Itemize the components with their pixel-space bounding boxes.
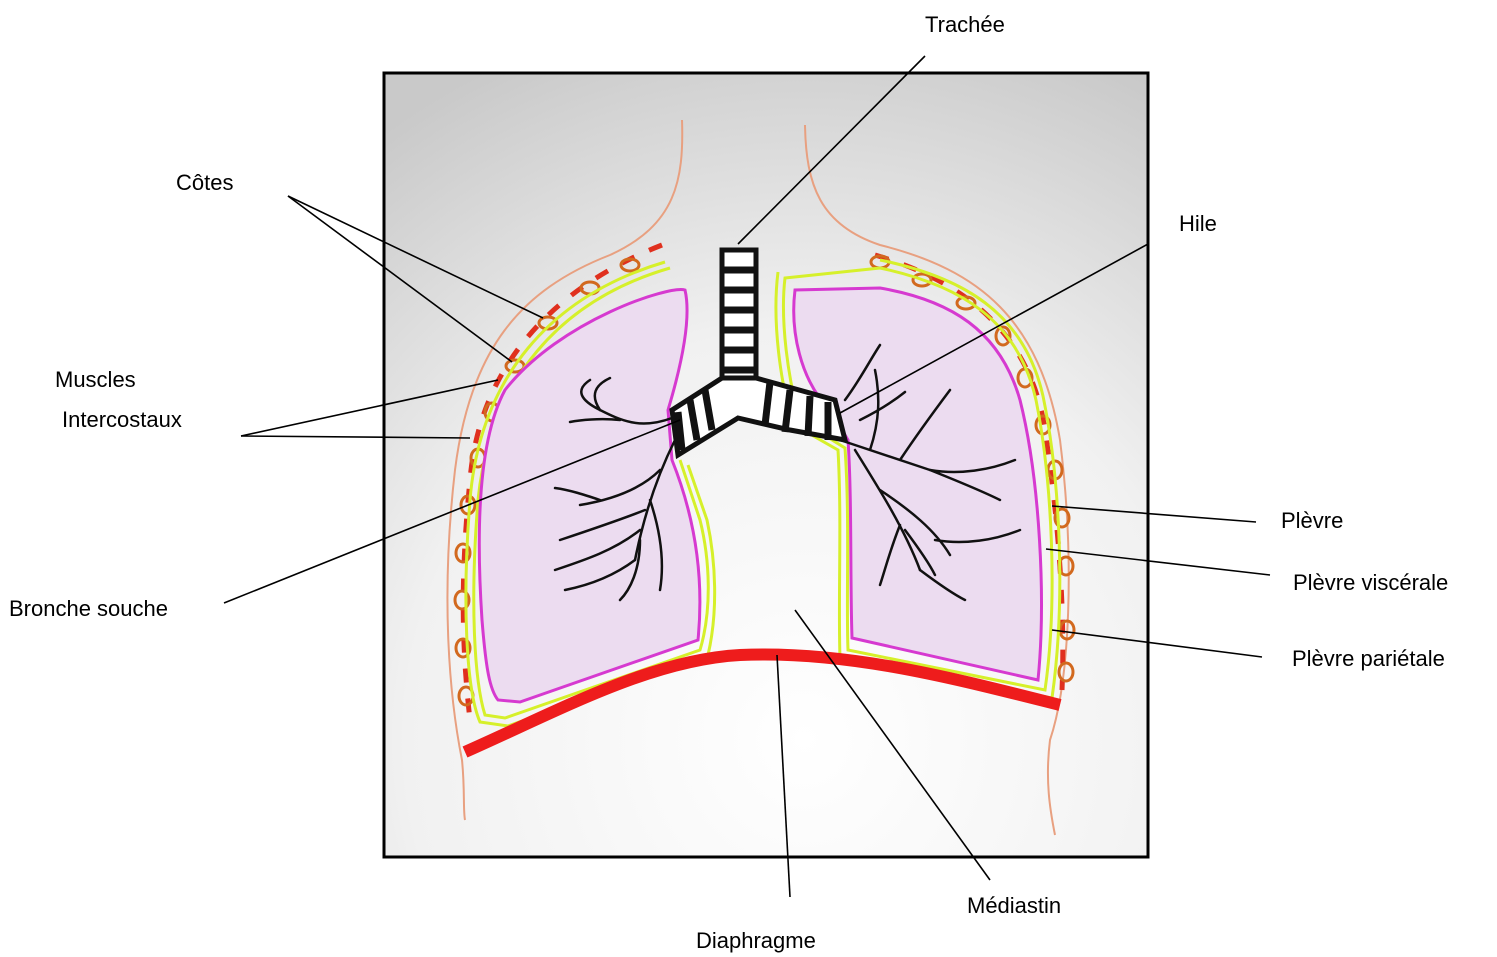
label-muscles: Muscles [55, 367, 136, 393]
label-hile: Hile [1179, 211, 1217, 237]
label-mediastin: Médiastin [967, 893, 1061, 919]
label-cotes: Côtes [176, 170, 233, 196]
label-trachee: Trachée [925, 12, 1005, 38]
label-plevre-viscerale: Plèvre viscérale [1293, 570, 1448, 596]
label-diaphragme: Diaphragme [696, 928, 816, 954]
label-plevre: Plèvre [1281, 508, 1343, 534]
label-plevre-parietale: Plèvre pariétale [1292, 646, 1445, 672]
trachea [722, 250, 756, 380]
label-intercostaux: Intercostaux [62, 407, 182, 433]
label-bronche-souche: Bronche souche [9, 596, 168, 622]
